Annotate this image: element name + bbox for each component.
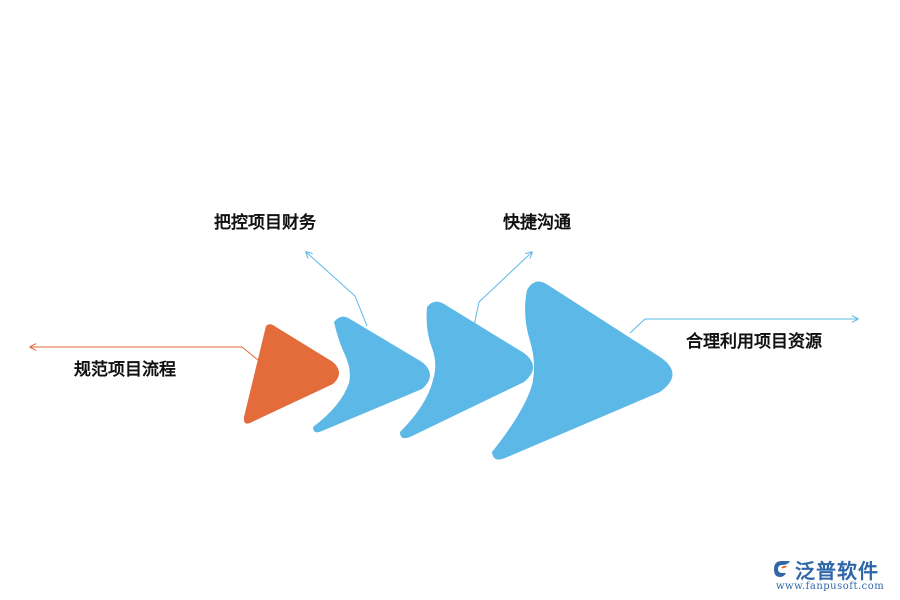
step-1-triangle xyxy=(243,324,339,424)
connector-step-2 xyxy=(306,252,368,327)
connector-step-3 xyxy=(473,252,532,327)
logo-url: www.fanpusoft.com xyxy=(776,581,885,592)
step-2-label: 把控项目财务 xyxy=(214,213,316,233)
logo-name: 泛普软件 xyxy=(795,559,879,583)
fanpu-logo: 泛普软件 www.fanpusoft.com xyxy=(768,553,893,593)
connector-step-4 xyxy=(629,319,858,334)
connector-step-1 xyxy=(30,347,259,361)
step-4-label: 合理利用项目资源 xyxy=(686,332,822,352)
step-1-label: 规范项目流程 xyxy=(74,360,176,380)
step-2-chevron xyxy=(313,316,430,433)
step-3-label: 快捷沟通 xyxy=(503,213,571,233)
step-3-chevron xyxy=(400,301,533,439)
step-4-chevron xyxy=(492,281,673,460)
fanpu-logo-icon xyxy=(774,561,790,577)
